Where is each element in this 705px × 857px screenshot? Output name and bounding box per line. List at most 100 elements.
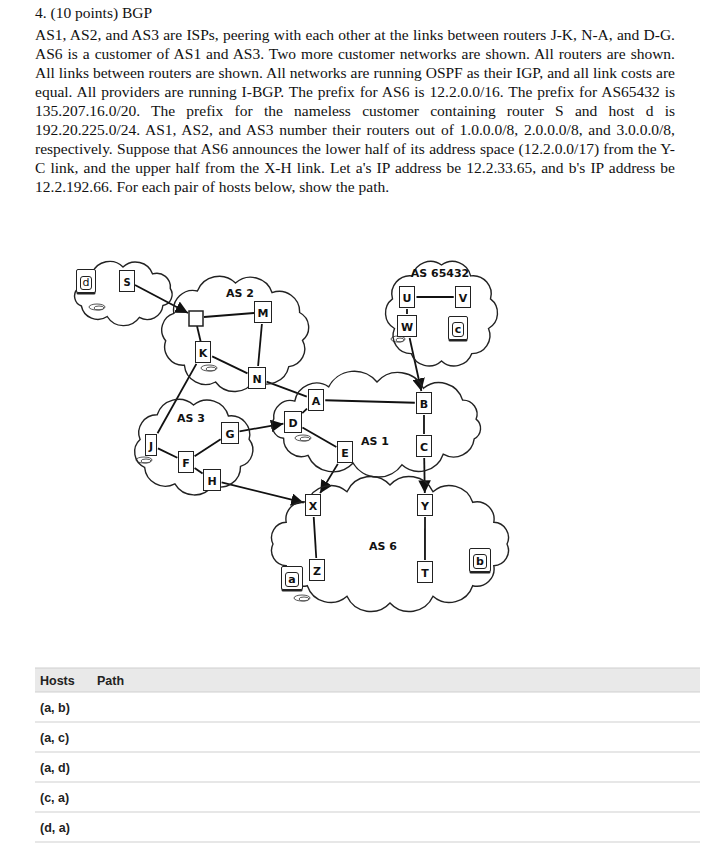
router-name: S (123, 277, 130, 289)
scribble-marks (89, 304, 405, 601)
cloud-label-holder: AS 6 (369, 536, 397, 554)
router-box: W (397, 315, 417, 337)
router-name: T (421, 567, 429, 580)
table-header: Path (97, 674, 124, 688)
as-name: AS 6 (369, 540, 397, 553)
host-box: b (469, 548, 491, 572)
label-holder: Hosts (40, 671, 75, 689)
problem-statement: AS1, AS2, and AS3 are ISPs, peering with… (35, 25, 675, 196)
label-holder: (a, c) (40, 728, 69, 746)
cloud-outline (75, 261, 173, 325)
table-header-band (35, 668, 700, 692)
router-box: H (203, 469, 220, 491)
router-box: B (416, 392, 432, 414)
router-box: X (305, 494, 321, 516)
router-box: G (221, 422, 238, 444)
table-header: Hosts (40, 674, 75, 688)
router-box: Y (417, 494, 433, 516)
router-name: F (182, 457, 190, 470)
link-line (302, 409, 307, 414)
router-name: A (312, 395, 321, 408)
link-line (406, 309, 408, 314)
router-box: K (195, 341, 212, 363)
router-box: J (145, 434, 157, 456)
label-holder: (c, a) (40, 788, 69, 806)
router-box: M (254, 301, 273, 323)
table-cell: (c, a) (40, 791, 69, 805)
link-line (314, 517, 317, 558)
table-rules (35, 668, 700, 842)
table-cell: (d, a) (40, 821, 70, 835)
label-holder: (a, d) (40, 758, 70, 776)
router-box: U (399, 286, 416, 308)
as-cloud: J F G H AS 3 (130, 398, 257, 495)
router-name: Y (421, 500, 429, 513)
router-name: N (252, 373, 261, 386)
router-name: W (401, 321, 413, 334)
link-line (212, 356, 247, 373)
router-name: H (207, 475, 216, 488)
as-cloud: M K N AS 2 (158, 276, 313, 391)
router-name: Z (313, 565, 321, 578)
host-name: b (473, 554, 487, 569)
as-name: AS 65432 (411, 267, 470, 280)
label-holder: Path (97, 671, 124, 689)
as-name: AS 2 (226, 287, 254, 300)
link-line (423, 458, 425, 493)
customer-cloud (75, 261, 173, 325)
router-box: E (337, 441, 353, 463)
label-holder: (a, b) (40, 698, 70, 716)
as-name: AS 1 (361, 435, 389, 448)
table-cell: (a, b) (40, 701, 70, 715)
title-holder: 4. (10 points) BGP (35, 4, 152, 22)
table-cell: (a, c) (40, 731, 69, 745)
link-line (423, 415, 425, 434)
router-box: D (284, 411, 301, 433)
router-name: D (288, 417, 297, 430)
host-name: a (285, 572, 298, 587)
link-line (325, 400, 415, 402)
router-box: N (248, 367, 265, 389)
link-line (416, 296, 453, 298)
as-cloud: U V Wc AS 65432 (383, 258, 500, 370)
router-box: V (455, 286, 472, 308)
link-line (258, 324, 262, 366)
unlabeled-router-links (135, 285, 254, 343)
link-line (158, 448, 177, 457)
router-box: S (119, 270, 134, 292)
router-name: M (258, 307, 269, 320)
as-name: AS 3 (177, 412, 205, 425)
host-box: d (76, 269, 97, 293)
as-cloud: A D E B C AS 1 (266, 375, 488, 473)
host-box: a (281, 566, 302, 590)
router-name: E (341, 447, 349, 460)
router-box: C (416, 435, 432, 457)
cloud-label-holder: AS 3 (177, 408, 205, 426)
link-line (320, 464, 338, 493)
cloud-label-holder: AS 2 (226, 283, 254, 301)
router-name: X (309, 500, 317, 513)
router-box: T (417, 561, 433, 583)
router-box: A (308, 389, 325, 411)
router-name: J (149, 440, 153, 453)
router-name: B (420, 398, 428, 411)
label-holder: AS1, AS2, and AS3 are ISPs, peering with… (35, 25, 675, 196)
router-name: U (403, 292, 412, 305)
unlabeled-router (189, 311, 203, 326)
host-box: c (448, 316, 469, 340)
link-line (195, 439, 221, 456)
router-name: K (199, 347, 208, 360)
label-holder: (d, a) (40, 818, 70, 836)
as-cloud: X Z Y Ta b AS 6 (266, 478, 514, 610)
link-line (240, 424, 284, 432)
router-box: Z (309, 559, 325, 581)
link-line (195, 468, 203, 474)
host-name: c (452, 322, 465, 337)
host-name: d (80, 276, 93, 290)
cloud-label-holder: AS 1 (361, 431, 389, 449)
link-line (222, 482, 304, 502)
router-name: V (459, 292, 468, 305)
router-name: C (420, 441, 428, 454)
router-box: F (178, 451, 194, 473)
